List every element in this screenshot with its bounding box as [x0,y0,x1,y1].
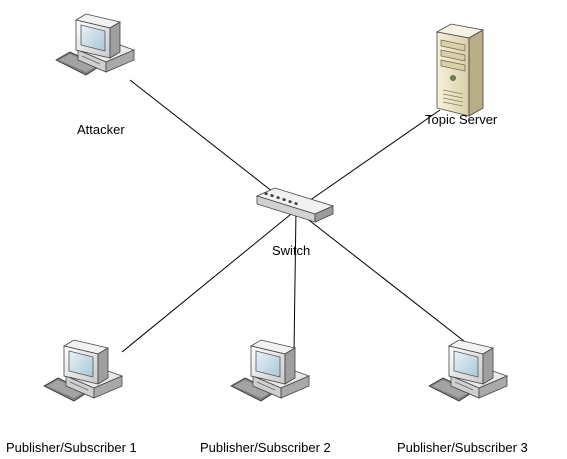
attacker-label: Attacker [77,122,125,137]
link-switch-topic-server [295,109,441,211]
link-switch-pubsub3 [295,209,479,353]
link-switch-pubsub1 [121,209,297,353]
pubsub1-computer-icon[interactable] [43,339,123,402]
pubsub3-computer-icon[interactable] [428,339,508,402]
attacker-computer-icon[interactable] [55,13,135,76]
pubsub1-label: Publisher/Subscriber 1 [6,440,137,455]
link-switch-attacker [129,79,297,211]
network-switch-icon[interactable] [256,187,334,223]
connection-lines [121,79,479,353]
link-switch-pubsub2 [293,209,297,353]
switch-label: Switch [272,243,311,258]
topic-server-icon[interactable] [436,23,484,117]
pubsub2-label: Publisher/Subscriber 2 [200,440,331,455]
topic-server-label: Topic Server [425,112,498,127]
pubsub3-label: Publisher/Subscriber 3 [397,440,528,455]
pubsub2-computer-icon[interactable] [230,339,310,402]
